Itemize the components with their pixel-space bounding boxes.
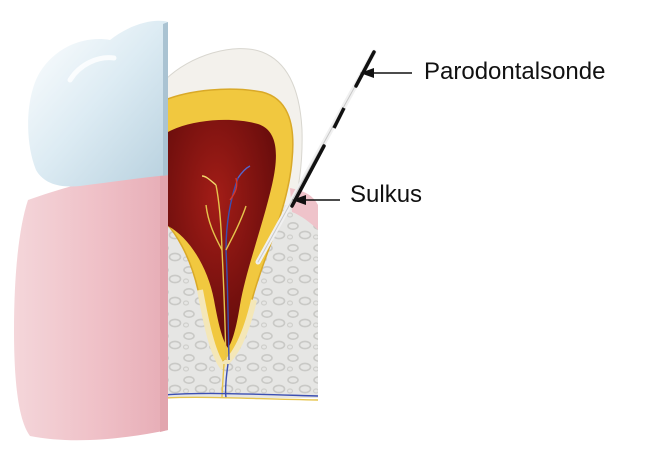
gingiva-front-edge [160, 170, 168, 432]
gingiva-front [14, 170, 168, 440]
probe-arrow [360, 68, 412, 78]
sulcus-label: Sulkus [350, 183, 422, 207]
enamel-crown-edge [163, 22, 168, 176]
enamel-crown-front [28, 21, 168, 187]
probe-label: Parodontalsonde [424, 60, 605, 84]
